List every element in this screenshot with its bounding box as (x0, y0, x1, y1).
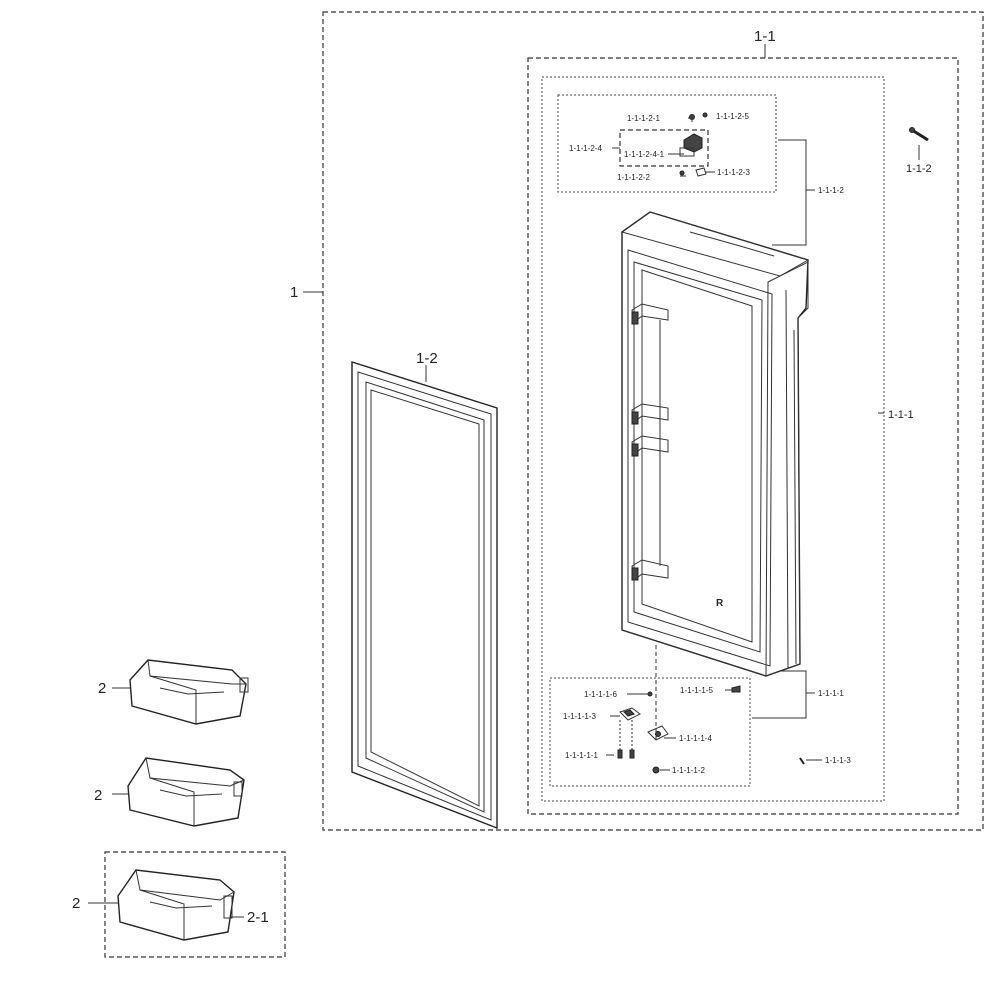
label-1-1-1-1: 1-1-1-1 (818, 689, 844, 698)
assembly-1-1-1-2-4-boundary (619, 129, 709, 167)
label-1-1: 1-1 (754, 28, 776, 45)
label-1-1-2: 1-1-2 (906, 163, 932, 175)
door-bin-rail-2 (631, 403, 669, 425)
door-bin-rail-1 (631, 303, 669, 325)
door-gasket-1-2 (351, 361, 498, 830)
label-1-1-1-1-1: 1-1-1-1-1 (565, 751, 598, 760)
part-labels: 1 1-1 1-2 1-1-1 1-1-2 1-1-1-2 1-1-1-1 1-… (72, 28, 932, 926)
label-2-1: 2-1 (247, 909, 269, 926)
label-1-1-1-2-4: 1-1-1-2-4 (569, 144, 602, 153)
assembly-1-1-1-boundary (541, 76, 885, 802)
label-1-1-1-2-4-1: 1-1-1-2-4-1 (624, 150, 665, 159)
door-bin-rail-3 (631, 435, 669, 457)
door-bin-middle (127, 757, 245, 827)
label-1-1-1-2-1: 1-1-1-2-1 (627, 114, 660, 123)
assembly-1-1-1-1-boundary (549, 677, 751, 787)
pin-part-1-1-2 (909, 127, 929, 142)
assembly-1-1-boundary (527, 57, 959, 815)
label-1-1-1-1-3: 1-1-1-1-3 (563, 712, 596, 721)
label-1-1-1-1-5: 1-1-1-1-5 (680, 686, 713, 695)
door-side-mark: R (716, 598, 724, 609)
label-1-1-1-2-3: 1-1-1-2-3 (717, 168, 750, 177)
top-hinge-parts (679, 112, 708, 177)
door-bin-bottom (117, 869, 235, 941)
label-1-1-1-1-6: 1-1-1-1-6 (584, 690, 617, 699)
label-2-top: 2 (98, 680, 106, 697)
door-assembly: R (620, 211, 810, 677)
label-1-1-1-1-2: 1-1-1-1-2 (672, 766, 705, 775)
label-1-1-1-3: 1-1-1-3 (825, 756, 851, 765)
assembly-1-1-1-2-boundary (557, 94, 777, 193)
assembly-2-boundary (104, 851, 286, 958)
label-1-1-1: 1-1-1 (888, 409, 914, 421)
label-1-1-1-1-4: 1-1-1-1-4 (679, 734, 712, 743)
assembly-1-boundary (322, 11, 984, 831)
bottom-hinge-parts (617, 685, 805, 774)
door-bin-top (129, 659, 249, 725)
label-1-1-1-2-2: 1-1-1-2-2 (617, 173, 650, 182)
label-2-bottom: 2 (72, 895, 80, 912)
door-bin-rail-4 (631, 559, 669, 581)
label-1-1-1-2-5: 1-1-1-2-5 (716, 112, 749, 121)
label-2-middle: 2 (94, 787, 102, 804)
label-1-1-1-2: 1-1-1-2 (818, 186, 844, 195)
label-1-2: 1-2 (416, 350, 438, 367)
label-1: 1 (290, 284, 298, 301)
